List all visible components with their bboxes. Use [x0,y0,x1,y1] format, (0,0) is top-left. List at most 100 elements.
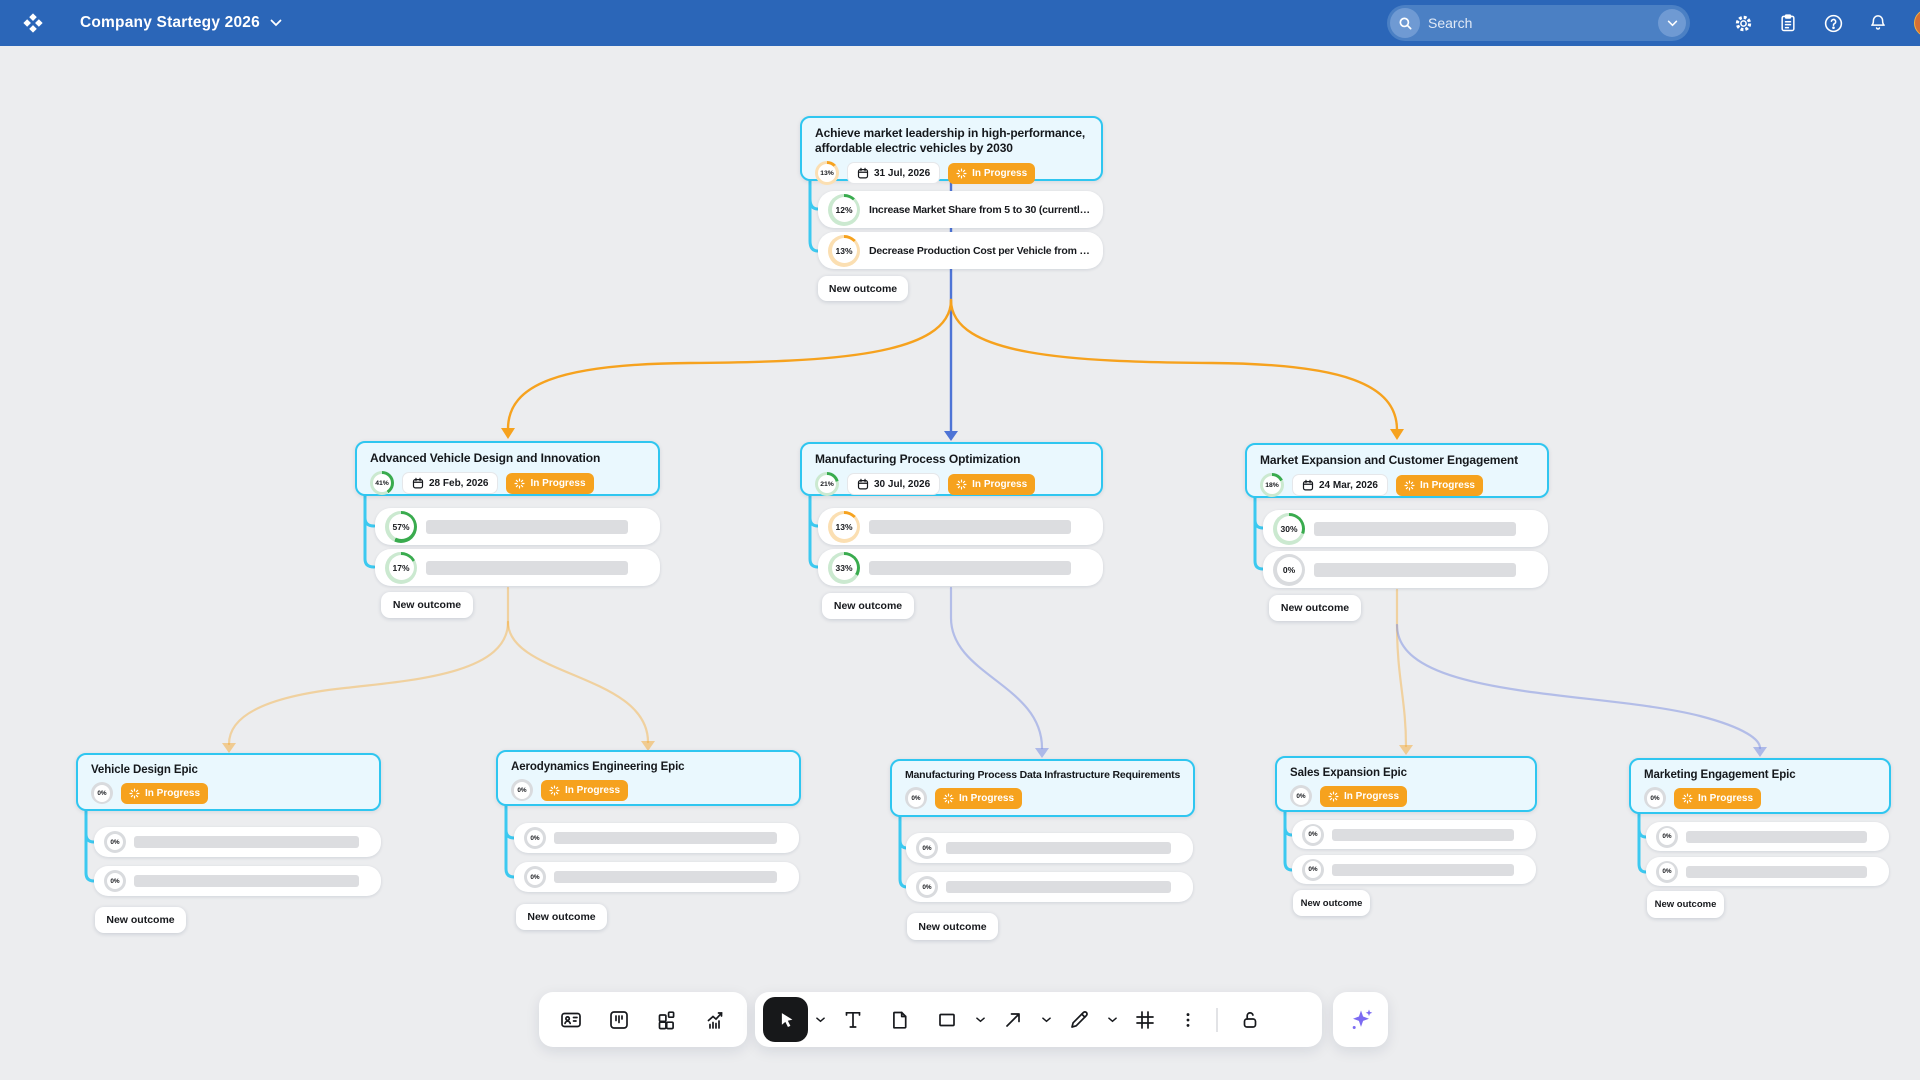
outcome-row[interactable]: 0% [1646,857,1889,886]
spinner-icon [549,785,560,796]
status-badge[interactable]: In Progress [1674,788,1761,809]
placeholder-bar [554,871,777,883]
outcome-row[interactable]: 0% [1292,820,1536,849]
outcome-row[interactable]: 0% [1263,551,1548,588]
status-badge[interactable]: In Progress [935,788,1022,809]
outcome-text: Decrease Production Cost per Vehicle fro… [869,245,1093,257]
new-outcome-button[interactable]: New outcome [818,276,908,301]
objective-card-advanced[interactable]: Advanced Vehicle Design and Innovation 4… [355,441,660,496]
epic-title: Marketing Engagement Epic [1644,768,1876,782]
epic-card-aerodynamics[interactable]: Aerodynamics Engineering Epic 0% In Prog… [496,750,801,806]
help-icon[interactable] [1822,12,1844,34]
widgets-dock [539,992,747,1047]
outcome-row[interactable]: 0% [1646,822,1889,851]
epic-title: Aerodynamics Engineering Epic [511,760,786,774]
epic-title: Sales Expansion Epic [1290,766,1522,780]
progress-ring: 0% [1273,554,1305,586]
progress-ring: 30% [1273,513,1305,545]
placeholder-bar [869,561,1071,575]
document-icon[interactable] [879,999,921,1041]
new-outcome-button[interactable]: New outcome [1293,890,1370,916]
card-icon[interactable] [550,999,592,1041]
new-outcome-button[interactable]: New outcome [381,592,473,618]
blocks-icon[interactable] [646,999,688,1041]
search-options-chevron-icon[interactable] [1658,9,1686,37]
avatar[interactable] [1914,9,1920,37]
new-outcome-button[interactable]: New outcome [95,907,186,933]
spinner-icon [943,793,954,804]
settings-icon[interactable] [1732,12,1754,34]
divider [1216,1008,1218,1032]
search-input[interactable] [1420,15,1658,31]
ai-sparkles-icon[interactable] [1340,999,1382,1041]
status-badge[interactable]: In Progress [948,474,1035,495]
new-outcome-button[interactable]: New outcome [1269,595,1361,621]
progress-ring: 18% [1260,473,1284,497]
notes-icon[interactable] [1777,12,1799,34]
status-badge[interactable]: In Progress [506,473,593,494]
text-icon[interactable] [832,999,874,1041]
shape-icon[interactable] [926,999,968,1041]
outcome-row[interactable]: 0% [906,833,1193,863]
objective-card-manufacturing[interactable]: Manufacturing Process Optimization 21% 3… [800,442,1103,496]
more-icon[interactable] [1171,999,1205,1041]
epic-card-sales-expansion[interactable]: Sales Expansion Epic 0% In Progress [1275,756,1537,812]
outcome-row[interactable]: 0% [514,823,799,853]
outcome-row[interactable]: 0% [1292,855,1536,884]
cursor-icon[interactable] [763,997,808,1042]
search-icon [1390,8,1420,38]
epic-card-vehicle-design[interactable]: Vehicle Design Epic 0% In Progress [76,753,381,811]
outcome-row[interactable]: 13% Decrease Production Cost per Vehicle… [818,232,1103,269]
search-bar[interactable] [1387,5,1690,41]
placeholder-bar [946,881,1171,893]
outcome-row[interactable]: 0% [94,827,381,857]
board-title[interactable]: Company Startegy 2026 [80,0,282,46]
outcome-row[interactable]: 13% [818,508,1103,545]
status-badge[interactable]: In Progress [121,783,208,804]
app-logo-icon [22,12,44,34]
placeholder-bar [1314,522,1516,536]
connector-arrow-icon[interactable] [992,999,1034,1041]
unlock-icon[interactable] [1229,999,1271,1041]
arrow-options-chevron-icon[interactable] [1039,999,1053,1041]
status-badge[interactable]: In Progress [1320,786,1407,807]
pencil-icon[interactable] [1058,999,1100,1041]
outcome-row[interactable]: 17% [375,549,660,586]
outcome-row[interactable]: 30% [1263,510,1548,547]
new-outcome-button[interactable]: New outcome [516,904,607,930]
notifications-icon[interactable] [1867,12,1889,34]
due-date-chip[interactable]: 28 Feb, 2026 [402,472,498,494]
new-outcome-button[interactable]: New outcome [907,913,998,940]
outcome-row[interactable]: 33% [818,549,1103,586]
epic-card-marketing-engagement[interactable]: Marketing Engagement Epic 0% In Progress [1629,758,1891,814]
status-badge[interactable]: In Progress [1396,475,1483,496]
epic-card-manufacturing-data[interactable]: Manufacturing Process Data Infrastructur… [890,759,1195,817]
shape-options-chevron-icon[interactable] [973,999,987,1041]
due-date-chip[interactable]: 30 Jul, 2026 [847,473,940,495]
due-date-chip[interactable]: 31 Jul, 2026 [847,162,940,184]
progress-ring: 33% [828,552,860,584]
cursor-options-chevron-icon[interactable] [813,999,827,1041]
pencil-options-chevron-icon[interactable] [1105,999,1119,1041]
outcome-row[interactable]: 0% [94,866,381,896]
outcome-row[interactable]: 0% [514,862,799,892]
placeholder-bar [426,520,628,534]
outcome-row[interactable]: 57% [375,508,660,545]
status-badge[interactable]: In Progress [541,780,628,801]
frame-icon[interactable] [1124,999,1166,1041]
progress-ring: 12% [828,194,860,226]
objective-card-market[interactable]: Market Expansion and Customer Engagement… [1245,443,1549,498]
new-outcome-button[interactable]: New outcome [1647,891,1724,918]
objective-card-root[interactable]: Achieve market leadership in high-perfor… [800,116,1103,181]
top-bar: Company Startegy 2026 [0,0,1920,46]
status-badge[interactable]: In Progress [948,163,1035,184]
placeholder-bar [1332,864,1514,876]
outcome-row[interactable]: 0% [906,872,1193,902]
calendar-icon [412,477,424,489]
new-outcome-button[interactable]: New outcome [822,593,914,619]
progress-ring: 13% [828,235,860,267]
chart-icon[interactable] [694,999,736,1041]
outcome-row[interactable]: 12% Increase Market Share from 5 to 30 (… [818,191,1103,228]
due-date-chip[interactable]: 24 Mar, 2026 [1292,474,1388,496]
kanban-icon[interactable] [598,999,640,1041]
